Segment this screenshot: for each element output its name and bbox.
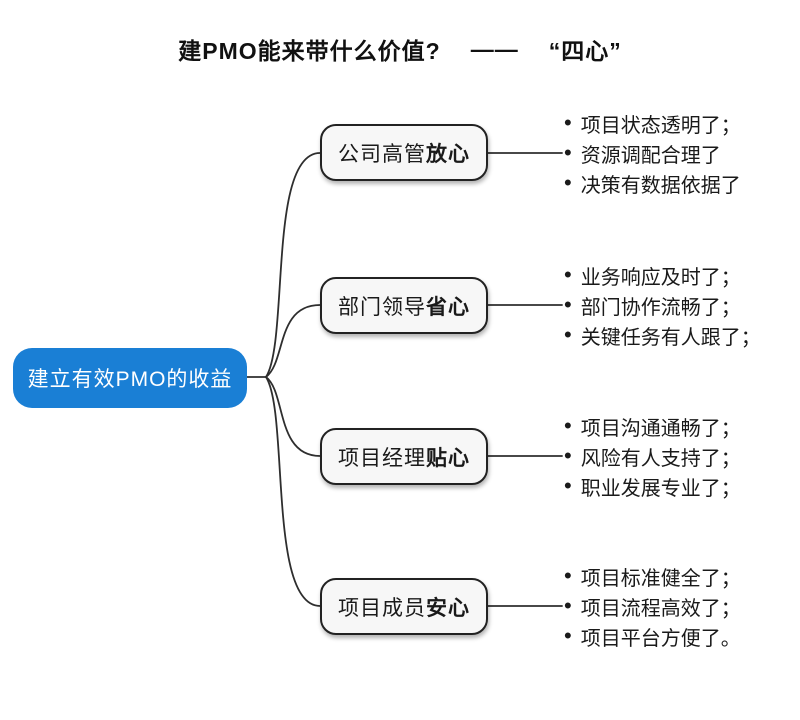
list-item-text: 决策有数据依据了	[580, 174, 741, 197]
bullet-icon: •	[564, 322, 572, 347]
bullet-icon: •	[564, 292, 572, 317]
list-item: • 资源调配合理了	[564, 138, 796, 168]
root-node[interactable]: 建立有效PMO的收益	[13, 348, 247, 408]
list-item: • 决策有数据依据了	[564, 168, 796, 198]
branch-node-dept-leaders[interactable]: 部门领导省心	[320, 277, 488, 334]
list-item-text: 业务响应及时了；	[580, 266, 741, 289]
list-item-text: 风险有人支持了；	[580, 447, 741, 470]
list-item-text: 资源调配合理了	[580, 144, 721, 167]
branch-title: 项目成员	[338, 596, 426, 620]
list-item: • 部门协作流畅了；	[564, 290, 796, 320]
bullet-icon: •	[564, 413, 572, 438]
branch-title-bold: 安心	[426, 596, 470, 620]
bullet-icon: •	[564, 140, 572, 165]
title-subtitle: “四心”	[548, 38, 622, 64]
branch-title: 部门领导	[338, 295, 426, 319]
branch-node-project-managers[interactable]: 项目经理贴心	[320, 428, 488, 485]
bullet-icon: •	[564, 262, 572, 287]
bullet-icon: •	[564, 110, 572, 135]
branch-title-bold: 放心	[426, 142, 470, 166]
list-item: • 业务响应及时了；	[564, 260, 796, 290]
bullet-icon: •	[564, 170, 572, 195]
branch-node-team-members[interactable]: 项目成员安心	[320, 578, 488, 635]
list-item-text: 项目平台方便了。	[580, 627, 741, 650]
bullet-group-project-managers: • 项目沟通通畅了； • 风险有人支持了； • 职业发展专业了；	[564, 411, 796, 501]
title-question: 建PMO能来带什么价值?	[178, 38, 441, 64]
branch-connector-2	[265, 304, 321, 378]
list-item: • 项目流程高效了；	[564, 591, 796, 621]
title-dash: ——	[470, 35, 519, 62]
list-item: • 项目状态透明了；	[564, 108, 796, 138]
list-item-text: 部门协作流畅了；	[580, 296, 741, 319]
list-item-text: 项目沟通通畅了；	[580, 417, 741, 440]
bullet-icon: •	[564, 473, 572, 498]
bullet-icon: •	[564, 563, 572, 588]
list-item-text: 项目标准健全了；	[580, 567, 741, 590]
bullet-group-executives: • 项目状态透明了； • 资源调配合理了 • 决策有数据依据了	[564, 108, 796, 198]
bullet-icon: •	[564, 623, 572, 648]
list-item-text: 职业发展专业了；	[580, 477, 741, 500]
list-item: • 项目标准健全了；	[564, 561, 796, 591]
bullet-group-team-members: • 项目标准健全了； • 项目流程高效了； • 项目平台方便了。	[564, 561, 796, 651]
branch-title: 项目经理	[338, 446, 426, 470]
branch-title-bold: 贴心	[426, 446, 470, 470]
list-item: • 项目平台方便了。	[564, 621, 796, 651]
list-item: • 项目沟通通畅了；	[564, 411, 796, 441]
list-item-text: 关键任务有人跟了；	[580, 326, 761, 349]
list-item: • 职业发展专业了；	[564, 471, 796, 501]
bullet-icon: •	[564, 443, 572, 468]
list-item-text: 项目流程高效了；	[580, 597, 741, 620]
list-item: • 关键任务有人跟了；	[564, 320, 796, 350]
page-title: 建PMO能来带什么价值? —— “四心”	[0, 30, 800, 68]
bullet-group-dept-leaders: • 业务响应及时了； • 部门协作流畅了； • 关键任务有人跟了；	[564, 260, 796, 350]
bullet-icon: •	[564, 593, 572, 618]
branch-connector-1	[265, 152, 321, 378]
branch-node-executives[interactable]: 公司高管放心	[320, 124, 488, 181]
branch-connector-4	[265, 376, 321, 607]
branch-title: 公司高管	[338, 142, 426, 166]
list-item: • 风险有人支持了；	[564, 441, 796, 471]
branch-connector-3	[265, 376, 321, 457]
list-item-text: 项目状态透明了；	[580, 114, 741, 137]
branch-title-bold: 省心	[426, 295, 470, 319]
